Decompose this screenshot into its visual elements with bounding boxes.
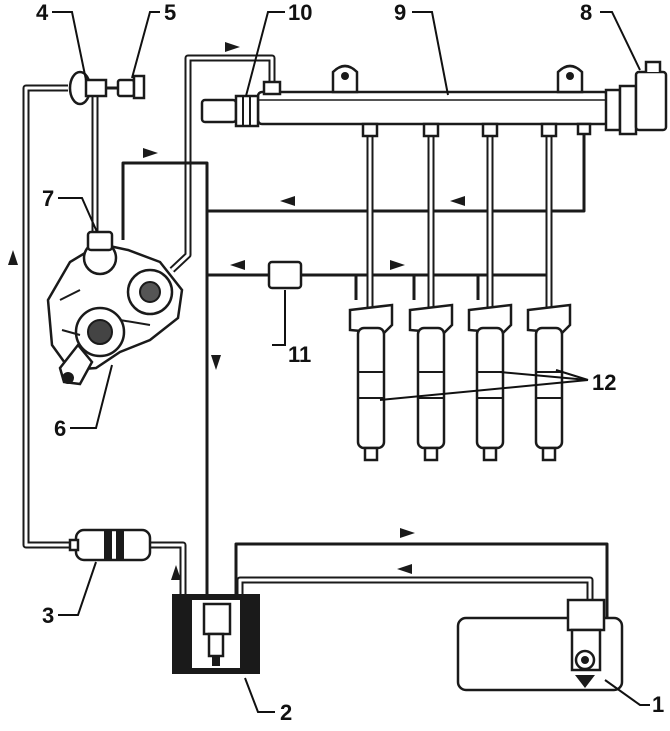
leader-12a [379,379,589,401]
high-pressure-pump [46,230,184,386]
leader-9 [412,11,449,96]
return-line-filter-to-tank [234,542,609,640]
rail-pressure-sensor [200,80,282,128]
arrow-left-rail-return-2 [450,196,465,206]
return-trunk [121,161,209,596]
injector-4 [526,303,572,462]
callout-10: 10 [288,0,312,25]
arrow-left-rail-return-1 [280,196,295,206]
callout-6: 6 [54,416,66,441]
callout-5: 5 [164,0,176,25]
leader-12c [555,369,589,381]
supply-line-tank-to-filter [236,576,594,605]
leader-lines [52,11,650,713]
rail-return-line [207,128,586,213]
leader-4 [52,11,87,81]
pressure-regulator-valve [604,60,668,136]
fuel-temperature-sensor [116,74,146,100]
injector-1 [348,303,394,462]
arrow-right-return-top [143,148,158,158]
leader-3 [58,561,97,616]
arrow-left-leakoff [230,260,245,270]
leader-1 [604,679,650,706]
callout-11: 11 [288,342,311,367]
leader-7 [58,197,98,233]
arrow-up-filter-out [171,565,181,580]
leader-10 [245,11,285,97]
leader-8 [600,11,641,71]
leader-2 [244,677,275,713]
fuel-heater [68,528,152,562]
injector-pipes [366,122,553,308]
arrow-up-left-line [8,250,18,265]
arrow-right-hp [225,42,240,52]
line-heater-to-regulator [22,84,76,549]
return-line-junction [267,260,303,290]
fuel-rail [256,64,610,138]
leader-12b [499,371,589,381]
fuel-filter [172,594,260,674]
callout-12: 12 [592,370,616,395]
arrow-right-leakoff [390,260,405,270]
callout-7: 7 [42,186,54,211]
leader-11 [272,290,286,346]
arrow-left-supply-bottom [397,564,412,574]
injector-2 [408,303,454,462]
leader-6 [70,364,113,429]
callout-4: 4 [36,0,49,25]
flow-arrows [8,42,465,580]
injector-3 [467,303,513,462]
callout-2: 2 [280,700,292,725]
fuel-tank [456,598,624,692]
line-filter-to-heater [150,541,187,598]
high-pressure-line-pump-to-rail [169,54,276,273]
arrow-right-return-bottom [400,528,415,538]
callout-8: 8 [580,0,592,25]
callout-3: 3 [42,603,54,628]
arrow-down-trunk [211,355,221,370]
injector-return-line-right [301,273,550,300]
leader-5 [131,11,160,79]
callout-9: 9 [394,0,406,25]
callout-1: 1 [652,692,664,717]
